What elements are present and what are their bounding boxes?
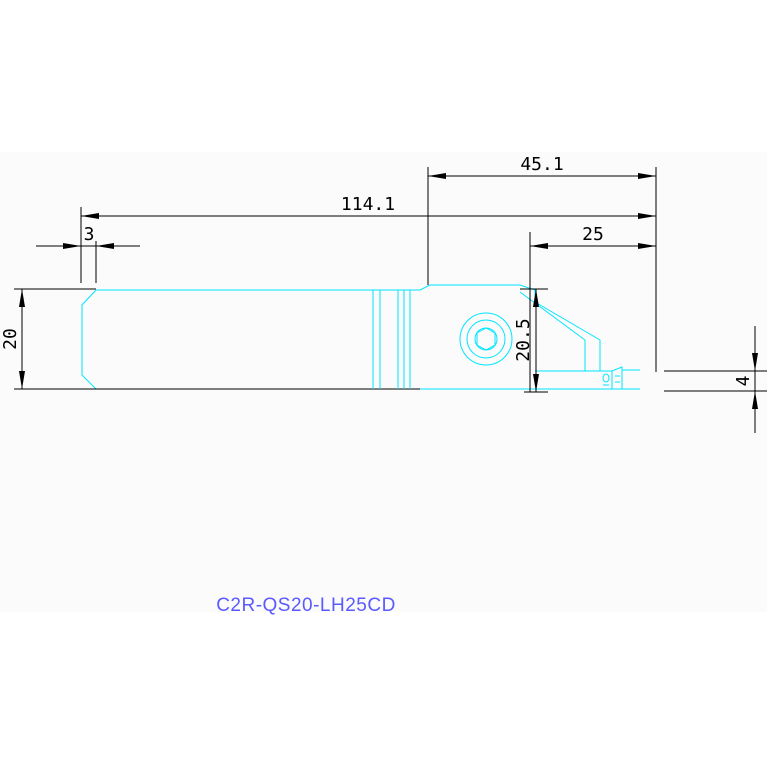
insert-tip [602,373,610,383]
clamp-screw [459,312,513,366]
dim-length-total: 114.1 [341,194,395,215]
dim-blade-width: 4 [733,376,754,387]
dim-shank-height: 20 [0,328,21,350]
dimension-labels: 45.1 114.1 25 3 20 20.5 4 [0,154,754,386]
dim-length-head: 45.1 [520,154,563,175]
model-designation: C2R-QS20-LH25CD [216,595,396,616]
dim-length-tip: 25 [582,224,604,245]
dim-head-height: 20.5 [513,318,534,361]
dimension-arrows [19,173,758,409]
dim-chamfer: 3 [84,224,95,245]
drawing-sheet [0,152,767,612]
tool-outline [81,284,640,390]
